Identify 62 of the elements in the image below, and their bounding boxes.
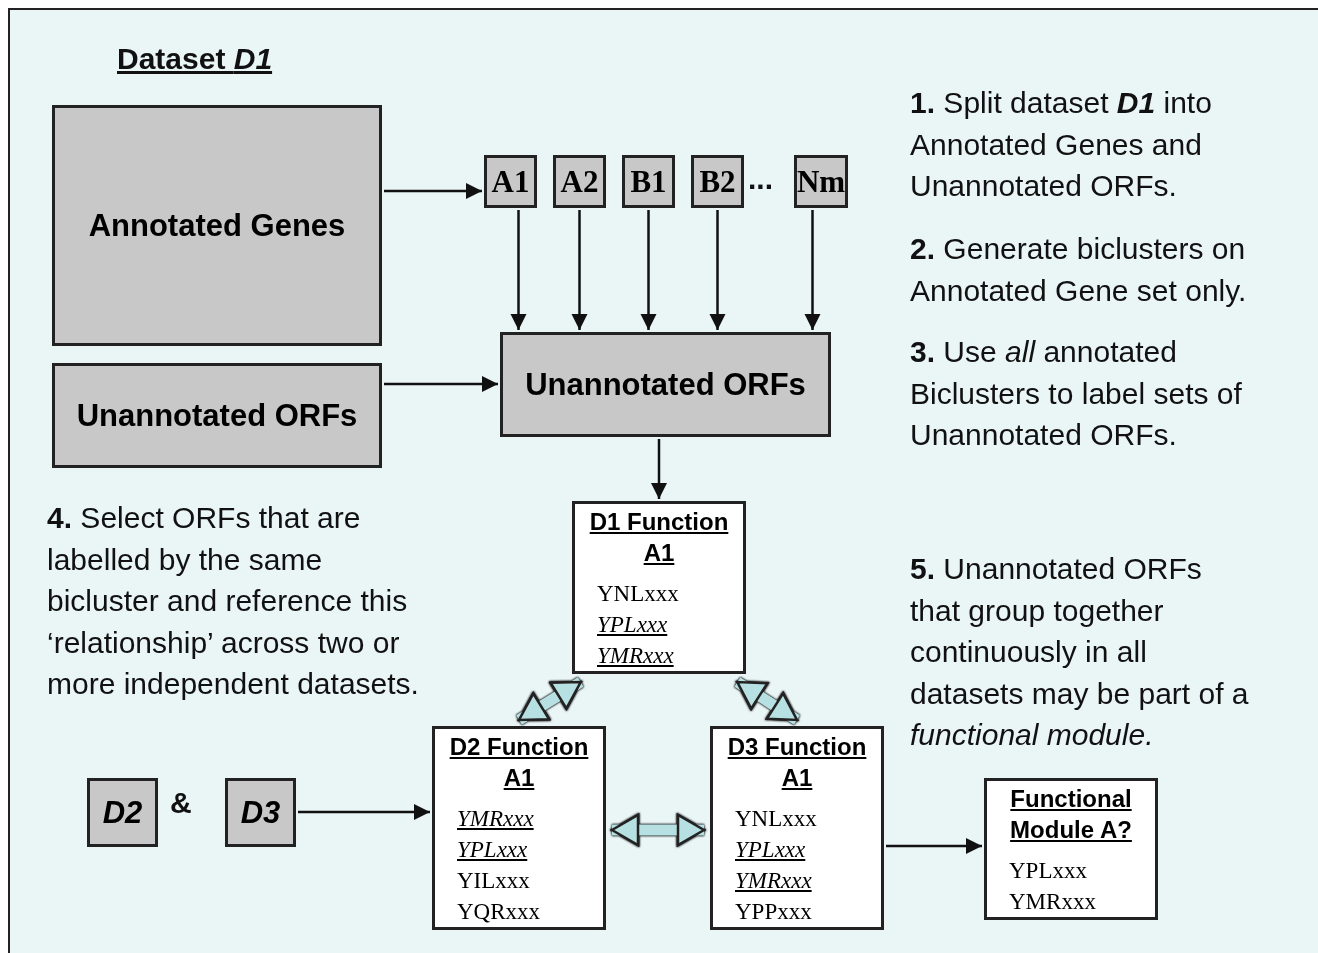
arrow [886,838,982,854]
bicluster-label: A1 [491,163,530,200]
box-heading: D1 Function A1 [588,507,730,568]
double-arrow [610,813,706,847]
double-arrow [516,677,584,725]
arrow [804,210,821,330]
arrow [571,210,588,330]
gene-name: YQRxxx [456,898,541,926]
box-label: Annotated Genes [88,207,346,244]
function-box [572,501,746,674]
gene-name: YMRxxx [456,805,534,833]
process-box [52,363,382,468]
gene-name: YMRxxx [596,642,674,670]
process-box [87,778,158,847]
process-box [225,778,296,847]
gene-name: YPLxxx [596,611,668,639]
step-text: 5. Unannotated ORFs that group together continuously in all datasets may be part of a functional module. [910,551,1250,753]
arrow [298,804,430,820]
step-text: 2. Generate biclusters on Annotated Gene set only. [910,231,1248,309]
box-label: D2 [102,794,143,831]
arrow [709,210,726,330]
function-box [432,726,606,930]
arrow [384,376,498,392]
item-box [794,155,848,208]
box-label: Unannotated ORFs [76,397,358,434]
ellipsis: ... [748,161,773,197]
function-box [710,726,884,930]
item-box [622,155,675,208]
gene-name: YPLxxx [456,836,528,864]
bicluster-label: B1 [630,163,667,200]
step-text: 1. Split dataset D1 into Annotated Genes and Unannotated ORFs. [910,85,1213,204]
double-arrow [734,677,800,725]
arrow [640,210,657,330]
item-box [691,155,744,208]
gene-name: YNLxxx [734,805,817,833]
item-box [553,155,606,208]
gene-name: YPLxxx [734,836,806,864]
box-heading: D2 Function A1 [448,732,590,793]
bicluster-label: B2 [699,163,736,200]
item-box [484,155,537,208]
process-box [52,105,382,346]
gene-name: YMRxxx [734,867,812,895]
ampersand: & [170,785,192,821]
process-box [500,332,831,437]
box-label: Unannotated ORFs [525,366,806,403]
arrow [384,183,482,199]
gene-name: YILxxx [456,867,530,895]
arrow [510,210,527,330]
bicluster-label: A2 [560,163,599,200]
box-heading: D3 Function A1 [726,732,868,793]
gene-name: YPPxxx [734,898,812,926]
gene-name: YNLxxx [596,580,679,608]
heading: Dataset D1 [117,41,273,77]
step-text: 4. Select ORFs that are labelled by the same bicluster and reference this ‘relationship’ across two or more independent datasets. [47,500,420,702]
box-heading: Functional Module A? [1009,784,1133,845]
gene-name: YMRxxx [1008,888,1096,916]
box-label: D3 [240,794,281,831]
gene-name: YPLxxx [1008,857,1087,885]
function-box [984,778,1158,920]
arrow [651,439,667,499]
bicluster-label: Nm [796,163,846,200]
step-text: 3. Use all annotated Biclusters to label sets of Unannotated ORFs. [910,334,1243,453]
